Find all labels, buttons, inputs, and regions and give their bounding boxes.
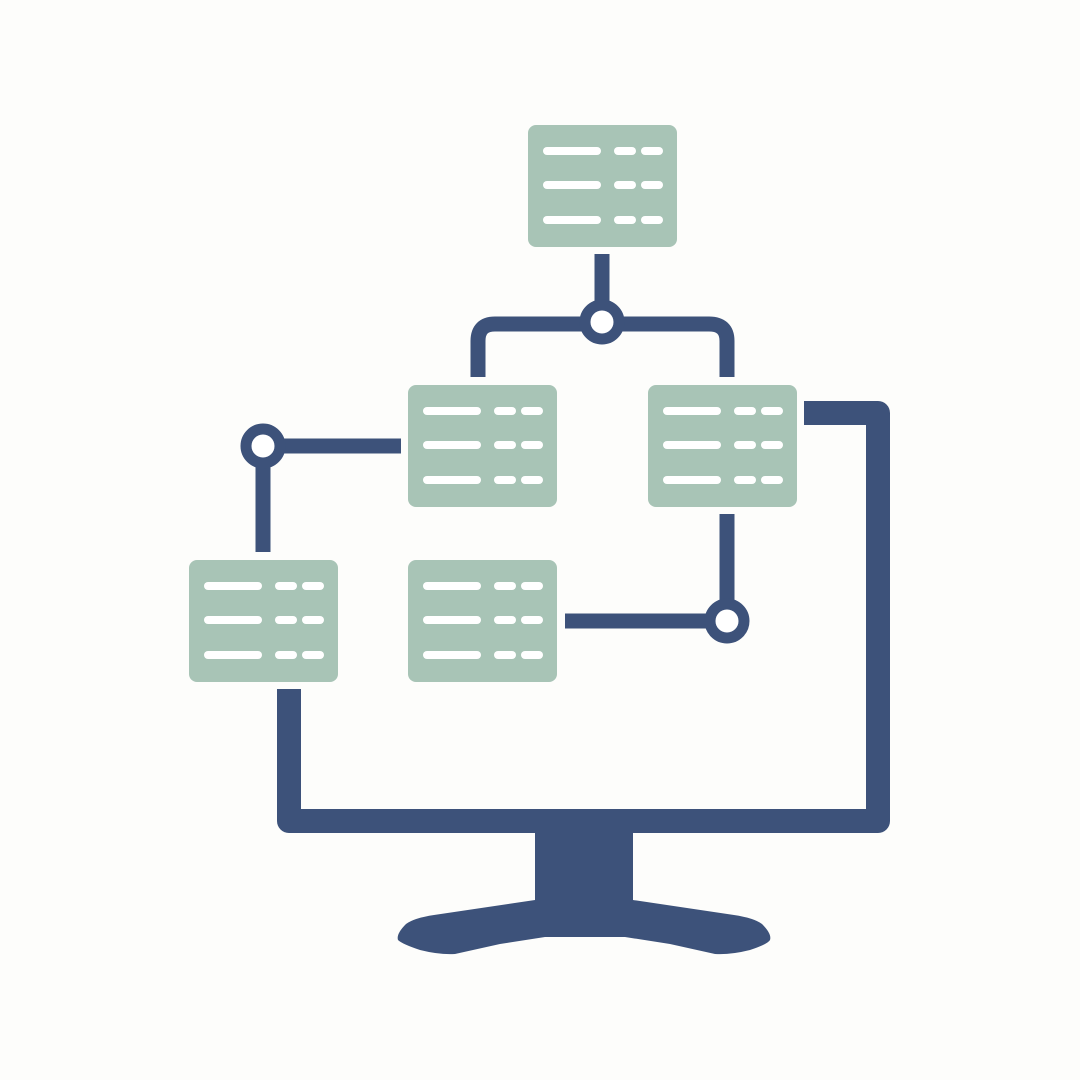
table-level3-left [189,560,338,682]
connector-node-icon [704,598,750,644]
connector-node-icon [579,299,625,345]
connector-node-icon [240,423,286,469]
table-level3-middle [408,560,557,682]
table-level2-left [408,385,557,507]
monitor-neck [535,833,633,905]
connectors [240,254,750,644]
table-root [528,125,677,247]
database-tables [189,125,797,682]
monitor-frame [277,401,890,833]
connector-right-branch [565,514,750,644]
connector-root-split [470,254,735,377]
connector-left-branch [240,423,401,552]
table-level2-right [648,385,797,507]
monitor-icon [277,401,890,955]
monitor-stand-base [397,900,771,955]
